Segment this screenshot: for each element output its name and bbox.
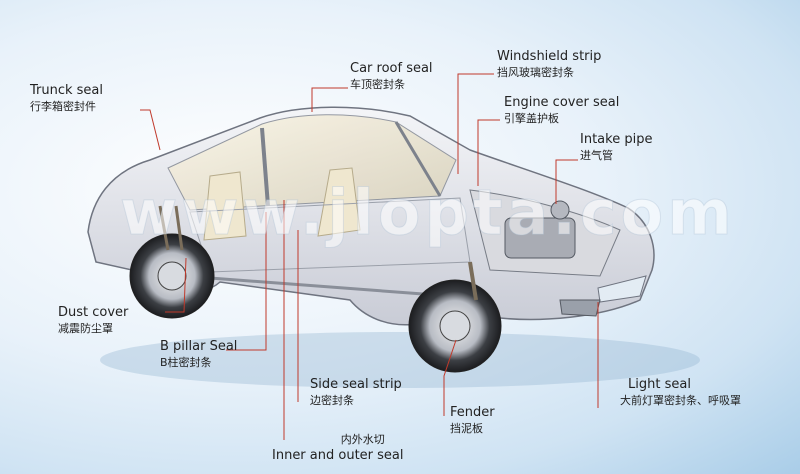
leader-dust-cover bbox=[165, 257, 187, 313]
headlight bbox=[597, 275, 647, 303]
leader-intake-pipe bbox=[555, 159, 578, 204]
b-pillar bbox=[260, 127, 270, 207]
a-pillar bbox=[394, 121, 442, 197]
leader-engine-cover-seal bbox=[477, 119, 500, 186]
leader-b-pillar-seal bbox=[226, 212, 267, 351]
grille bbox=[559, 299, 601, 317]
rear-seat bbox=[203, 171, 247, 241]
side-sill bbox=[209, 276, 451, 298]
leader-fender bbox=[443, 339, 457, 416]
leader-car-roof-seal bbox=[311, 87, 348, 112]
front-wheel bbox=[408, 279, 502, 373]
intake-pipe-part bbox=[550, 200, 570, 220]
watermark: www.jlopta.com bbox=[120, 176, 736, 250]
engine-block bbox=[504, 217, 576, 259]
rear-wheel bbox=[129, 233, 215, 319]
front-seat bbox=[317, 167, 361, 237]
front-suspension bbox=[468, 261, 478, 301]
rear-suspension bbox=[158, 205, 184, 251]
car-shadow bbox=[100, 332, 700, 388]
leader-trunk-seal bbox=[140, 109, 161, 151]
leader-windshield-strip bbox=[457, 73, 494, 174]
label-inner-outer-seal: 内外水切 Inner and outer seal bbox=[272, 433, 404, 463]
